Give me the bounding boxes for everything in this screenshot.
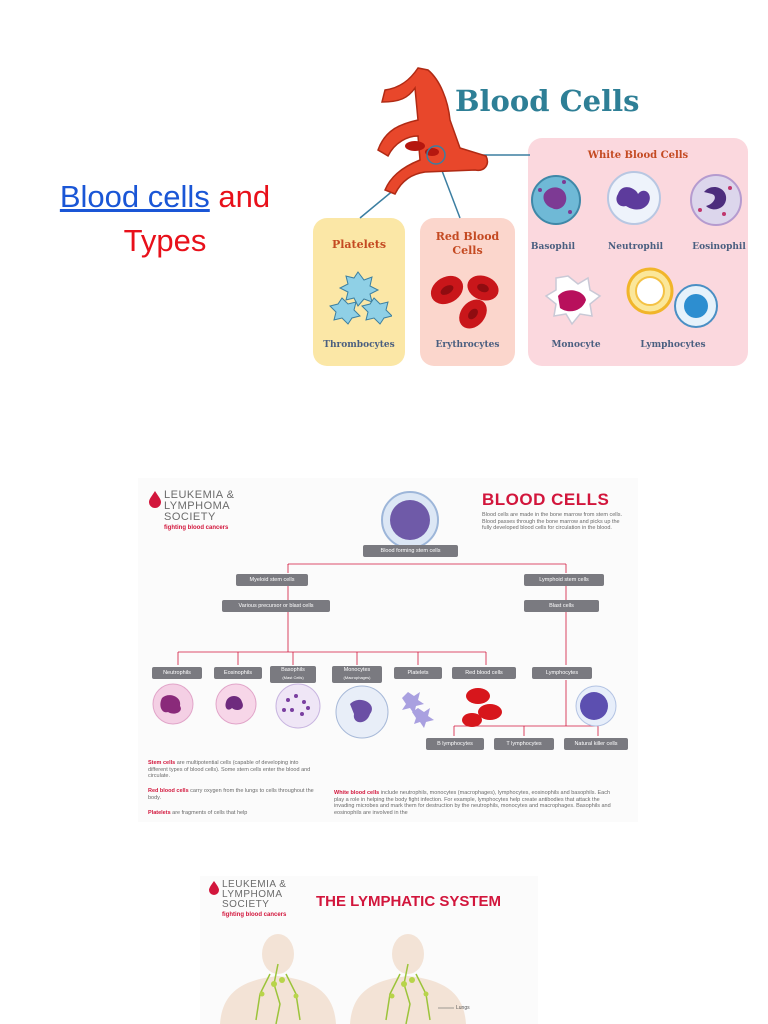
blood-drop-icon <box>209 881 219 895</box>
red-cells-term: Red blood cells <box>148 788 189 794</box>
basophil-label: Basophil <box>530 242 576 252</box>
red-blood-cells-heading: Red Blood Cells <box>420 230 515 258</box>
myeloid-box: Myeloid stem cells <box>236 574 308 586</box>
platelets-term: Platelets <box>148 810 171 816</box>
white-cells-note: White blood cells include neutrophils, m… <box>334 790 618 820</box>
lineage-connectors <box>177 563 599 736</box>
lls-logo-text: LEUKEMIA & LYMPHOMA SOCIETY <box>164 490 234 523</box>
stem-cells-note: Stem cells are multipotential cells (cap… <box>148 760 318 780</box>
lls-logo-text: LEUKEMIA & LYMPHOMA SOCIETY <box>222 880 286 910</box>
platelets-heading: Platelets <box>331 238 387 251</box>
logo-line2: LYMPHOMA <box>222 889 283 900</box>
monocytes-box: Monocytes (Macrophages) <box>332 666 382 683</box>
stem-cells-text: are multipotential cells (capable of dev… <box>148 760 311 780</box>
slide-title: Blood cells and Types <box>30 175 300 263</box>
lymphoid-box: Lymphoid stem cells <box>524 574 604 586</box>
monocytes-label: Monocytes <box>343 667 371 673</box>
red-heading-line2: Cells <box>452 244 483 257</box>
precursor-box: Various precursor or blast cells <box>222 600 330 612</box>
blood-drop-icon <box>149 491 161 508</box>
white-blood-cells-heading: White Blood Cells <box>587 150 689 161</box>
stem-cells-term: Stem cells <box>148 760 176 766</box>
neutrophil-label: Neutrophil <box>608 242 664 252</box>
intro-text: Blood cells are made in the bone marrow … <box>482 512 623 532</box>
platelets-illustration <box>329 271 392 325</box>
b-lymphocytes-box: B lymphocytes <box>426 738 484 750</box>
lymphocytes-box: Lymphocytes <box>532 667 592 679</box>
red-blood-cells-box: Red blood cells <box>452 667 516 679</box>
basophils-label: Basophils <box>281 667 305 673</box>
red-heading-line1: Red Blood <box>435 230 500 243</box>
white-blood-cells-illustration <box>531 171 742 328</box>
blast-box: Blast cells <box>524 600 599 612</box>
lymphocytes-label: Lymphocytes <box>640 340 706 350</box>
monocyte-label: Monocyte <box>551 340 601 350</box>
natural-killer-box: Natural killer cells <box>564 738 628 750</box>
red-cells-text: carry oxygen from the lungs to cells thr… <box>148 788 314 801</box>
thrombocytes-caption: Thrombocytes <box>323 340 395 350</box>
blood-cells-link[interactable]: Blood cells <box>59 179 210 214</box>
white-cells-text: include neutrophils, monocytes (macropha… <box>334 790 611 816</box>
red-cells-note: Red blood cells carry oxygen from the lu… <box>148 788 318 801</box>
neutrophils-box: Neutrophils <box>152 667 202 679</box>
stem-cell-illustration <box>381 491 439 549</box>
logo-line2: LYMPHOMA <box>164 500 231 512</box>
basophils-sub: (Mast Cells) <box>282 675 304 680</box>
white-cells-term: White blood cells <box>334 790 380 796</box>
lls-tagline: fighting blood cancers <box>164 525 229 531</box>
lymphatic-title: THE LYMPHATIC SYSTEM <box>316 893 502 910</box>
red-blood-cells-illustration <box>430 275 499 329</box>
lymphatic-body-illustration <box>220 934 466 1024</box>
title-types: Types <box>123 223 207 258</box>
blood-cells-heading: Blood Cells <box>455 84 640 118</box>
platelets-note: Platelets are fragments of cells that he… <box>148 810 318 817</box>
platelets-box: Platelets <box>394 667 442 679</box>
lls-blood-cells-chart: LEUKEMIA & LYMPHOMA SOCIETY fighting blo… <box>138 478 638 822</box>
eosinophils-box: Eosinophils <box>214 667 262 679</box>
root-box: Blood forming stem cells <box>363 545 458 557</box>
lls-tagline: fighting blood cancers <box>222 912 287 918</box>
cell-illustrations <box>152 683 617 739</box>
platelets-text: are fragments of cells that help <box>170 810 248 816</box>
logo-line1: LEUKEMIA & <box>222 879 287 890</box>
logo-line3: SOCIETY <box>222 899 270 910</box>
erythrocytes-caption: Erythrocytes <box>435 340 500 350</box>
lymphatic-system-card: LEUKEMIA & LYMPHOMA SOCIETY fighting blo… <box>200 876 538 1024</box>
monocytes-sub: (Macrophages) <box>343 675 371 680</box>
basophils-box: Basophils (Mast Cells) <box>270 666 316 683</box>
blood-cells-title: BLOOD CELLS <box>482 490 610 509</box>
t-lymphocytes-box: T lymphocytes <box>494 738 554 750</box>
title-and: and <box>218 179 271 214</box>
lungs-label: Lungs <box>456 1005 470 1011</box>
logo-line3: SOCIETY <box>164 511 216 523</box>
eosinophil-label: Eosinophil <box>692 242 746 252</box>
blood-vessel-illustration <box>359 67 530 219</box>
logo-line1: LEUKEMIA & <box>164 489 235 501</box>
